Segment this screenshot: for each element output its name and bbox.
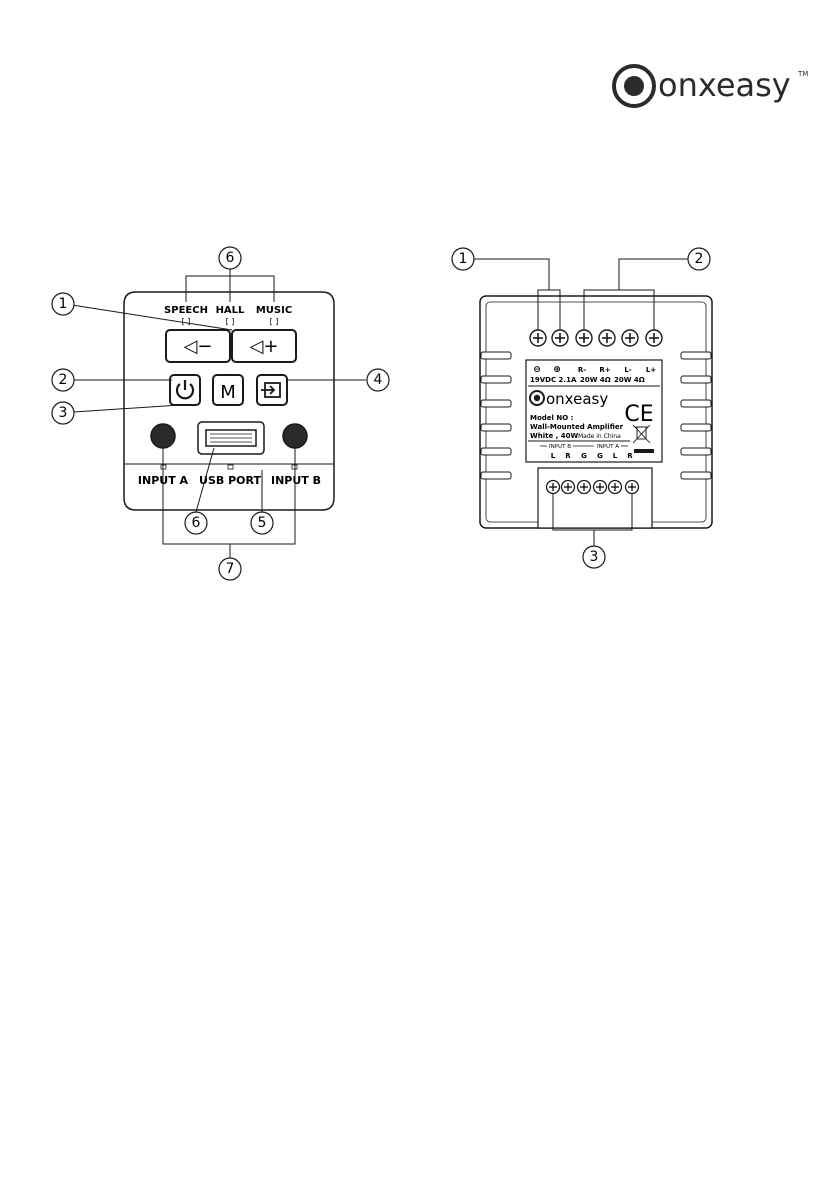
port-label-usb: USB PORT bbox=[199, 474, 261, 487]
weee-bar bbox=[634, 449, 654, 453]
made-in-line: Made in China bbox=[578, 433, 621, 440]
front-callout-6-bottom: 6 bbox=[185, 512, 207, 534]
svg-text:5: 5 bbox=[258, 515, 267, 531]
bottom-terminal-housing bbox=[538, 468, 652, 528]
input-b-jack[interactable] bbox=[283, 424, 307, 448]
input-pin-label-5: L bbox=[613, 452, 618, 460]
front-callout-7: 7 bbox=[219, 558, 241, 580]
ce-mark: CE bbox=[624, 402, 653, 427]
front-callout-2: 2 bbox=[52, 369, 74, 391]
front-panel: SPEECH HALL MUSIC [ ] [ ] [ ] ◁− ◁+ M bbox=[52, 247, 389, 580]
input-b-group-label: INPUT B bbox=[549, 444, 571, 450]
front-callout-1: 1 bbox=[52, 293, 74, 315]
port-label-input-b: INPUT B bbox=[271, 474, 321, 487]
front-callout-5: 5 bbox=[251, 512, 273, 534]
speaker-spec-left: 20W 4Ω bbox=[614, 376, 645, 384]
power-plus-symbol: ⊕ bbox=[553, 365, 561, 375]
power-spec: 19VDC 2.1A bbox=[530, 376, 577, 384]
volume-down-icon: ◁− bbox=[184, 336, 213, 357]
svg-text:2: 2 bbox=[695, 251, 704, 267]
terminal-label-l-plus: L+ bbox=[646, 366, 656, 374]
svg-text:6: 6 bbox=[226, 250, 235, 266]
input-pin-label-6: R bbox=[627, 452, 633, 460]
rear-callout-2: 2 bbox=[688, 248, 710, 270]
svg-text:3: 3 bbox=[590, 549, 599, 565]
front-callout-3: 3 bbox=[52, 402, 74, 424]
mode-indicator-music: [ ] bbox=[270, 317, 279, 326]
mode-indicator-speech: [ ] bbox=[182, 317, 191, 326]
terminal-label-r-minus: R- bbox=[578, 366, 586, 374]
speaker-spec-right: 20W 4Ω bbox=[580, 376, 611, 384]
svg-text:1: 1 bbox=[59, 296, 68, 312]
mode-label-hall: HALL bbox=[216, 305, 245, 316]
svg-text:4: 4 bbox=[374, 372, 383, 388]
svg-text:2: 2 bbox=[59, 372, 68, 388]
input-pin-label-4: G bbox=[597, 452, 603, 460]
input-a-jack[interactable] bbox=[151, 424, 175, 448]
model-number-line: Model NO : bbox=[530, 414, 574, 422]
color-power-line: White , 40W bbox=[530, 432, 578, 440]
label-brand-name: onxeasy bbox=[546, 390, 608, 408]
mode-label-speech: SPEECH bbox=[164, 305, 208, 316]
product-name-line: Wall-Mounted Amplifier bbox=[530, 423, 624, 431]
svg-text:1: 1 bbox=[459, 251, 468, 267]
volume-up-icon: ◁+ bbox=[250, 336, 279, 357]
terminal-label-l-minus: L- bbox=[624, 366, 631, 374]
mode-button-label: M bbox=[220, 382, 236, 403]
mode-label-music: MUSIC bbox=[256, 305, 292, 316]
power-minus-symbol: ⊖ bbox=[533, 365, 541, 375]
mode-indicator-hall: [ ] bbox=[226, 317, 235, 326]
svg-text:6: 6 bbox=[192, 515, 201, 531]
front-callout-6-top: 6 bbox=[219, 247, 241, 269]
front-callout-4: 4 bbox=[367, 369, 389, 391]
input-a-group-label: INPUT A bbox=[597, 444, 619, 450]
rear-panel: ⊖ ⊕ R- R+ L- L+ 19VDC 2.1A 20W 4Ω 20W 4Ω… bbox=[452, 248, 712, 568]
input-pin-label-3: G bbox=[581, 452, 587, 460]
input-pin-label-1: L bbox=[551, 452, 556, 460]
svg-text:3: 3 bbox=[59, 405, 68, 421]
svg-text:7: 7 bbox=[226, 561, 235, 577]
rear-callout-3: 3 bbox=[583, 546, 605, 568]
terminal-label-r-plus: R+ bbox=[599, 366, 610, 374]
input-pin-label-2: R bbox=[565, 452, 571, 460]
rear-callout-1: 1 bbox=[452, 248, 474, 270]
